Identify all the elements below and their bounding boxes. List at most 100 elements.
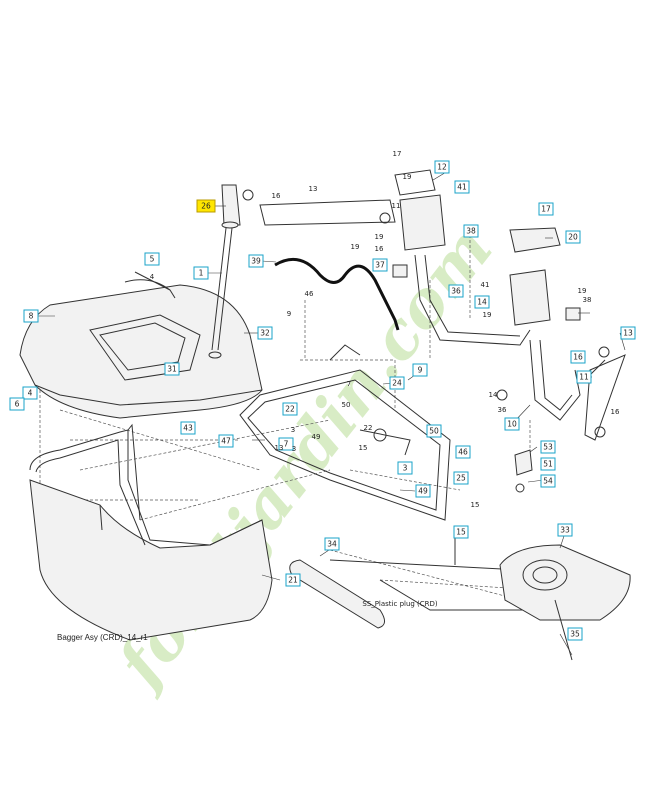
callout-number: 25	[456, 474, 466, 483]
callout-6: 6	[9, 397, 25, 411]
callout-10: 10	[504, 417, 520, 431]
callout-43: 43	[180, 421, 196, 435]
part-number-4: 4	[150, 273, 155, 281]
callout-11: 11	[576, 370, 592, 384]
callout-number: 14	[477, 298, 487, 307]
callout-16: 16	[570, 350, 586, 364]
callout-4: 4	[22, 386, 38, 400]
callout-number: 1	[199, 269, 204, 278]
part-number-9: 9	[287, 310, 291, 318]
callout-number: 41	[457, 183, 467, 192]
part-number-16: 16	[272, 192, 281, 200]
callout-8: 8	[23, 309, 39, 323]
callout-46: 46	[455, 445, 471, 459]
callout-50: 50	[426, 424, 442, 438]
callout-5: 5	[144, 252, 160, 266]
callout-53: 53	[540, 440, 556, 454]
callout-number: 36	[451, 287, 461, 296]
callout-20: 20	[565, 230, 581, 244]
hardware	[242, 189, 610, 565]
part-number-19: 19	[578, 287, 587, 295]
callout-number: 47	[221, 437, 231, 446]
callout-number: 6	[15, 400, 20, 409]
spring	[274, 257, 400, 331]
callout-number: 22	[285, 405, 295, 414]
callout-34: 34	[324, 537, 340, 551]
part-number-36: 36	[498, 406, 507, 414]
part-number-11: 11	[392, 202, 401, 210]
callout-7: 7	[278, 437, 294, 451]
small-part-label: SS_Plastic plug (CRD)	[362, 600, 438, 608]
callout-number: 33	[560, 526, 570, 535]
diagram-caption: Bagger Asy (CRD)_14_r1	[57, 633, 148, 642]
callout-number: 43	[183, 424, 193, 433]
callout-9: 9	[412, 363, 428, 377]
callout-number: 24	[392, 379, 402, 388]
callout-31: 31	[164, 362, 180, 376]
callout-number: 9	[418, 366, 423, 375]
part-number-7: 7	[347, 380, 351, 388]
callout-54: 54	[540, 474, 556, 488]
part-number-19: 19	[375, 233, 384, 241]
part-number-38: 38	[583, 296, 592, 304]
lift-mechanism	[259, 169, 626, 441]
chute-tube	[289, 544, 631, 661]
callout-number: 51	[543, 460, 553, 469]
callout-number: 13	[623, 329, 633, 338]
part-number-19: 19	[403, 173, 412, 181]
part-number-46: 46	[305, 290, 314, 298]
callout-number: 4	[28, 389, 33, 398]
callout-labels: 2658463132434739227249312413817203736141…	[9, 160, 636, 641]
bagger-bag	[29, 423, 273, 641]
callout-21: 21	[285, 573, 301, 587]
callout-number: 32	[260, 329, 270, 338]
callout-32: 32	[257, 326, 273, 340]
bagger-lid	[19, 271, 263, 419]
callout-3: 3	[397, 461, 413, 475]
part-number-3: 3	[292, 445, 296, 453]
part-number-16: 16	[375, 245, 384, 253]
part-number-15: 15	[359, 444, 368, 452]
callout-33: 33	[557, 523, 573, 537]
callout-number: 16	[573, 353, 583, 362]
callout-number: 17	[541, 205, 551, 214]
bagger-frame	[239, 344, 451, 521]
callout-41: 41	[454, 180, 470, 194]
part-number-15: 15	[471, 501, 480, 509]
part-number-13: 13	[275, 444, 284, 452]
callout-number: 37	[375, 261, 385, 270]
callout-number: 54	[543, 477, 553, 486]
callout-number: 5	[150, 255, 155, 264]
callout-14: 14	[474, 295, 490, 309]
callout-number: 46	[458, 448, 468, 457]
callout-17: 17	[538, 202, 554, 216]
part-number-3: 3	[291, 426, 295, 434]
callout-number: 3	[403, 464, 408, 473]
callout-number: 34	[327, 540, 337, 549]
callout-number: 50	[429, 427, 439, 436]
part-number-41: 41	[481, 281, 490, 289]
callout-number: 31	[167, 365, 177, 374]
callout-number: 10	[507, 420, 517, 429]
callout-13: 13	[620, 326, 636, 340]
callout-15: 15	[453, 525, 469, 539]
callout-12: 12	[434, 160, 450, 174]
callout-1: 1	[193, 266, 209, 280]
callout-number: 20	[568, 233, 578, 242]
callout-number: 26	[201, 202, 211, 211]
callout-39: 39	[248, 254, 264, 268]
callout-38: 38	[463, 224, 479, 238]
callout-47: 47	[218, 434, 234, 448]
callout-25: 25	[453, 471, 469, 485]
callout-35: 35	[567, 627, 583, 641]
part-number-49: 49	[312, 433, 321, 441]
callout-number: 11	[579, 373, 589, 382]
callout-number: 35	[570, 630, 580, 639]
callout-number: 38	[466, 227, 476, 236]
callout-number: 39	[251, 257, 261, 266]
part-number-14: 14	[489, 391, 498, 399]
part-number-50: 50	[342, 401, 351, 409]
